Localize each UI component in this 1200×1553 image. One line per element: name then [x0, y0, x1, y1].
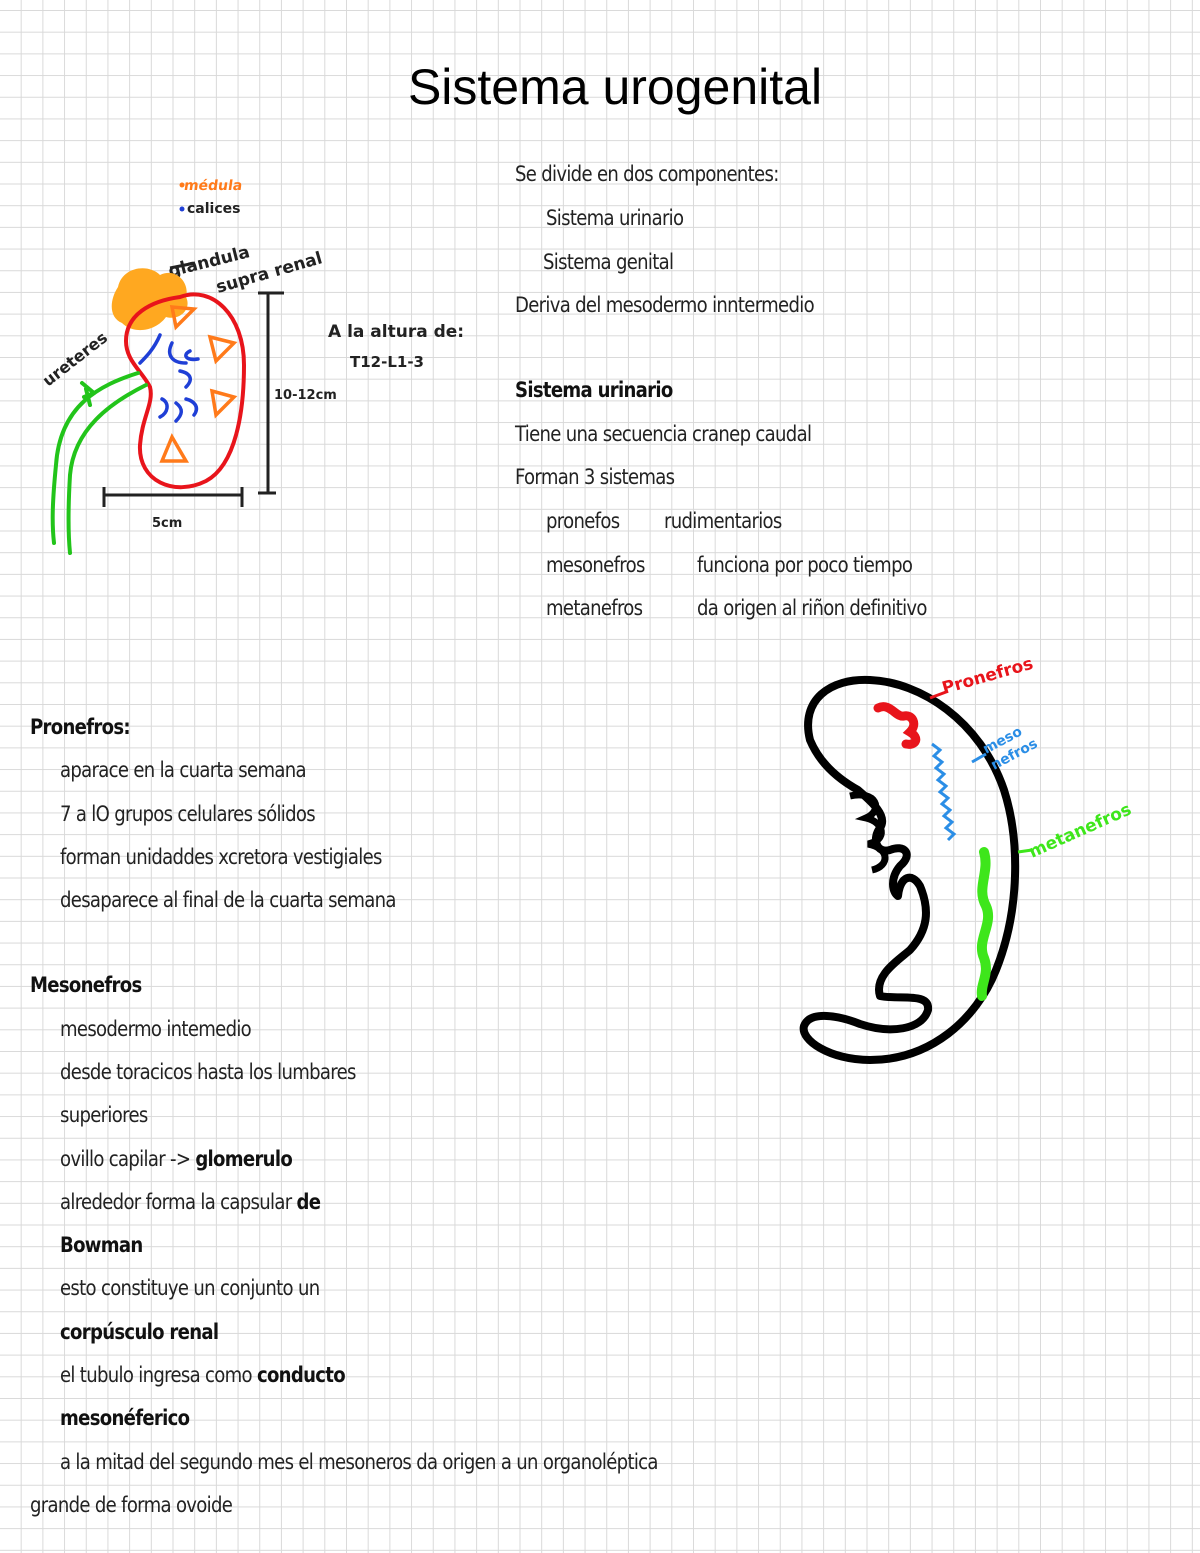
calices: [138, 333, 200, 423]
level-label: A la altura de:: [328, 322, 464, 342]
mesonefrico-term: mesonéferico: [60, 1406, 190, 1430]
intro-line-2: Sistema urinario: [546, 206, 684, 230]
intro-line-1: Se divide en dos componentes:: [515, 162, 779, 186]
metanefros-arrow: [1017, 848, 1033, 854]
mesonefros-line: mesodermo intemedio: [60, 1017, 252, 1041]
conducto-prefix: el tubulo ingresa como: [60, 1363, 257, 1387]
bowman-term: Bowman: [60, 1233, 143, 1257]
gland-arrow: [169, 261, 196, 270]
capsula-prefix: alrededor forma la capsular: [60, 1190, 297, 1214]
pronefros-arrow: [929, 690, 947, 700]
pronefros-item: desaparece al final de la cuarta semana: [60, 888, 396, 912]
mesonefros-arrow: [971, 752, 987, 764]
capsula-term: de: [296, 1190, 321, 1214]
mesonefros-line: el tubulo ingresa como conducto: [60, 1363, 346, 1387]
width-bracket: [102, 487, 244, 507]
mesonefros-heading: Mesonefros: [30, 973, 142, 997]
system-name: pronefos: [546, 509, 620, 533]
pronefros-heading: Pronefros:: [30, 715, 131, 739]
mesonefros-line: superiores: [60, 1103, 148, 1127]
mesonefros-line: esto constituye un conjunto un: [60, 1276, 320, 1300]
label-meta: metanefros: [1026, 800, 1135, 863]
conducto-term: conducto: [256, 1363, 346, 1387]
mesonefros-line: desde toracicos hasta los lumbares: [60, 1060, 356, 1084]
kidney-sketch: médula calices glandula supra renal uret…: [39, 178, 464, 555]
level-value: T12-L1-3: [350, 353, 424, 371]
mesonefros-region: [931, 742, 957, 842]
system-desc: da origen al riñon definitivo: [697, 596, 927, 620]
urinario-heading: Sistema urinario: [515, 378, 673, 402]
embryo-sketch: Pronefros meso nefros metanefros: [799, 654, 1135, 1064]
embryo-outline: [799, 675, 1020, 1064]
medula-pyramids: [159, 305, 238, 463]
pronefros-item: aparace en la cuarta semana: [60, 758, 307, 782]
mesonefros-line: a la mitad del segundo mes el mesoneros …: [60, 1450, 658, 1474]
label-pronefros: Pronefros: [940, 654, 1036, 699]
system-desc: rudimentarios: [664, 509, 782, 533]
embryo-coils: [849, 791, 889, 874]
page-title: Sistema urogenital: [407, 59, 823, 115]
height-label: 10-12cm: [274, 388, 337, 403]
suprarenal-gland: [111, 268, 188, 331]
system-desc: funciona por poco tiempo: [697, 553, 913, 577]
legend-medula-dot: [179, 182, 185, 188]
intro-line-4: Deriva del mesodermo inntermedio: [515, 293, 815, 317]
metanefros-region: [976, 847, 993, 1001]
ureters: [50, 371, 148, 555]
system-name: mesonefros: [546, 553, 645, 577]
corpusculo-term: corpúsculo renal: [60, 1320, 219, 1344]
mesonefros-line: grande de forma ovoide: [30, 1493, 233, 1517]
legend-calices-dot: [179, 206, 185, 212]
ureter-label: ureteres: [39, 328, 111, 390]
mesonefros-line: ovillo capilar -> glomerulo: [60, 1147, 293, 1171]
urinario-line-2: Forman 3 sistemas: [515, 465, 675, 489]
legend-calices: calices: [187, 201, 240, 217]
glomerulo-prefix: ovillo capilar ->: [60, 1147, 196, 1171]
legend-medula: médula: [183, 178, 243, 194]
mesonefros-line: alrededor forma la capsular de: [60, 1190, 321, 1214]
glomerulo-term: glomerulo: [195, 1147, 293, 1171]
pronefros-region: [873, 702, 921, 749]
urinario-line-1: Tiene una secuencia cranep caudal: [515, 422, 812, 446]
system-name: metanefros: [546, 596, 643, 620]
pronefros-item: forman unidaddes xcretora vestigiales: [60, 845, 382, 869]
kidney-capsule: [123, 292, 247, 490]
intro-line-3: Sistema genital: [543, 250, 674, 274]
pronefros-item: 7 a lO grupos celulares sólidos: [60, 802, 316, 826]
height-bracket: [258, 291, 284, 495]
width-label: 5cm: [152, 516, 182, 531]
